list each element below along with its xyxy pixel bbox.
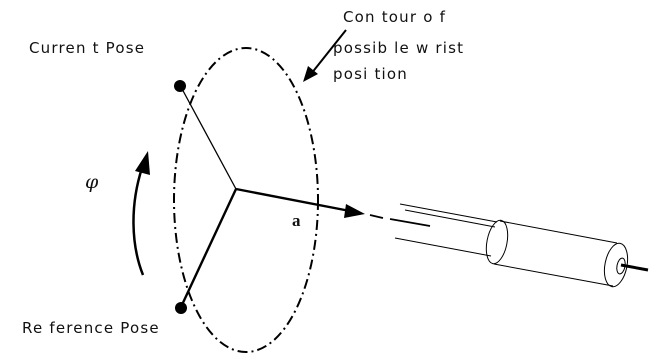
current-pose-dot bbox=[174, 80, 186, 92]
approach-vector-arrowhead bbox=[344, 204, 365, 218]
tool-shaft-upper-edge bbox=[399, 203, 498, 223]
tool-body-lower-edge bbox=[493, 263, 614, 287]
contour-label-line3: posi tion bbox=[333, 65, 408, 83]
tool-tip-rod bbox=[620, 263, 649, 272]
wrist-contour-ellipse bbox=[173, 47, 319, 353]
phi-label: φ bbox=[85, 171, 99, 193]
current-pose-label: Curren t Pose bbox=[29, 39, 146, 57]
tool-shaft-upper-edge-inner bbox=[404, 209, 496, 228]
phi-rotation-arrow bbox=[132, 167, 145, 276]
contour-leader-line bbox=[310, 29, 347, 75]
approach-vector-line bbox=[235, 187, 351, 213]
tool-sketch bbox=[394, 203, 649, 288]
contour-label-line2: possib le w rist bbox=[333, 39, 465, 57]
reference-pose-dot bbox=[175, 302, 187, 314]
approach-vector-dashed-extension bbox=[369, 214, 431, 227]
vector-a-label: a bbox=[292, 211, 301, 230]
reference-pose-label: Re ference Pose bbox=[22, 319, 160, 337]
tool-body-back-rim bbox=[485, 219, 509, 265]
link-to-current-pose bbox=[180, 86, 237, 190]
phi-arrowhead bbox=[135, 151, 150, 175]
contour-leader-arrowhead bbox=[303, 66, 318, 82]
tool-body-upper-edge bbox=[499, 220, 618, 244]
link-to-reference-pose bbox=[179, 188, 238, 308]
contour-label-line1: Con tour o f bbox=[343, 8, 447, 26]
tool-shaft-lower-edge bbox=[394, 237, 492, 257]
